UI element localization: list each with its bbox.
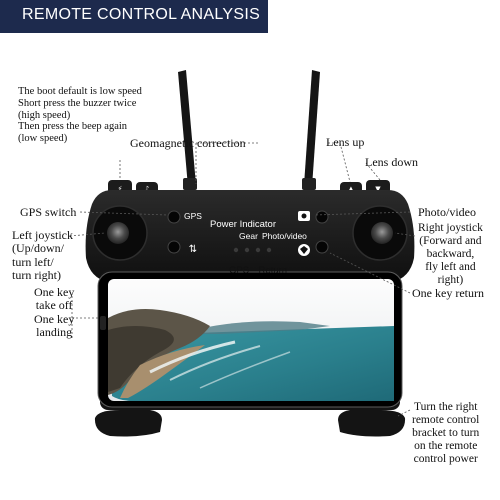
label-line: fly left and xyxy=(425,260,476,273)
page-title: REMOTE CONTROL ANALYSIS xyxy=(22,6,261,23)
lens-up-label: Lens up xyxy=(326,135,365,149)
power-indicator-label: Power Indicator xyxy=(210,219,277,230)
photo-video-label: Photo/video xyxy=(418,205,477,219)
boot-default-note: The boot default is low speed Short pres… xyxy=(18,86,142,145)
label-line: One key xyxy=(34,285,75,299)
label-line: Right joystick xyxy=(418,222,483,234)
label-line: turn left/ xyxy=(12,254,54,269)
return-icon xyxy=(315,240,329,254)
gps-button-label: GPS xyxy=(184,211,202,221)
note-line: (high speed) xyxy=(18,109,71,121)
antenna-left xyxy=(178,70,196,187)
photo-video-device-label: Photo/video xyxy=(262,231,307,241)
right-joystick-label: Right joystick (Forward and backward, fl… xyxy=(418,222,483,286)
left-joystick xyxy=(107,222,129,244)
controller-body xyxy=(85,190,415,282)
gear-label: Gear xyxy=(239,231,258,241)
gps-switch-label: GPS switch xyxy=(20,205,77,219)
bracket-power-label: Turn the right remote control bracket to… xyxy=(412,401,479,465)
right-joystick xyxy=(371,222,393,244)
svg-text:▲: ▲ xyxy=(348,185,354,193)
gps-button-icon xyxy=(167,210,181,224)
label-line: Turn the right xyxy=(413,401,478,413)
header-background xyxy=(0,0,268,33)
note-line: Short press the buzzer twice xyxy=(18,97,137,109)
label-line: backward, xyxy=(426,247,475,260)
svg-text:⚡: ⚡ xyxy=(118,185,123,193)
note-line: Then press the beep again xyxy=(18,121,128,133)
label-line: Left joystick xyxy=(12,228,73,242)
takeoff-icon xyxy=(167,240,181,254)
svg-text:▼: ▼ xyxy=(375,185,381,193)
label-line: turn right) xyxy=(12,268,61,283)
label-line: (Forward and xyxy=(419,234,482,247)
svg-text:♪: ♪ xyxy=(145,185,149,193)
label-line: right) xyxy=(437,273,464,286)
header-banner: REMOTE CONTROL ANALYSIS xyxy=(0,0,500,33)
gps-return-label: GPS—Return xyxy=(229,265,288,276)
label-line: (Up/down/ xyxy=(12,241,64,256)
left-grip xyxy=(94,410,162,437)
label-line: landing xyxy=(36,325,73,340)
label-line: control power xyxy=(413,452,478,465)
note-line: The boot default is low speed xyxy=(18,86,142,97)
svg-text:⇅: ⇅ xyxy=(189,244,197,255)
antenna-right xyxy=(304,70,320,187)
lens-down-label: Lens down xyxy=(365,155,418,169)
geomagnetic-label: Geomagnetic correction xyxy=(130,136,246,150)
label-line: bracket to turn xyxy=(412,426,480,439)
label-line: One key xyxy=(34,311,75,326)
left-joystick-label: Left joystick (Up/down/ turn left/ turn … xyxy=(12,228,73,283)
label-line: remote control xyxy=(412,413,480,426)
distant-coast xyxy=(180,321,330,334)
label-line: on the remote xyxy=(414,439,478,452)
one-key-return-label: One key return xyxy=(412,286,484,300)
note-line: (low speed) xyxy=(18,133,68,144)
label-line: take off xyxy=(35,298,73,313)
one-key-takeoff-label: One key take off One key landing xyxy=(34,285,75,340)
right-grip xyxy=(338,410,406,437)
